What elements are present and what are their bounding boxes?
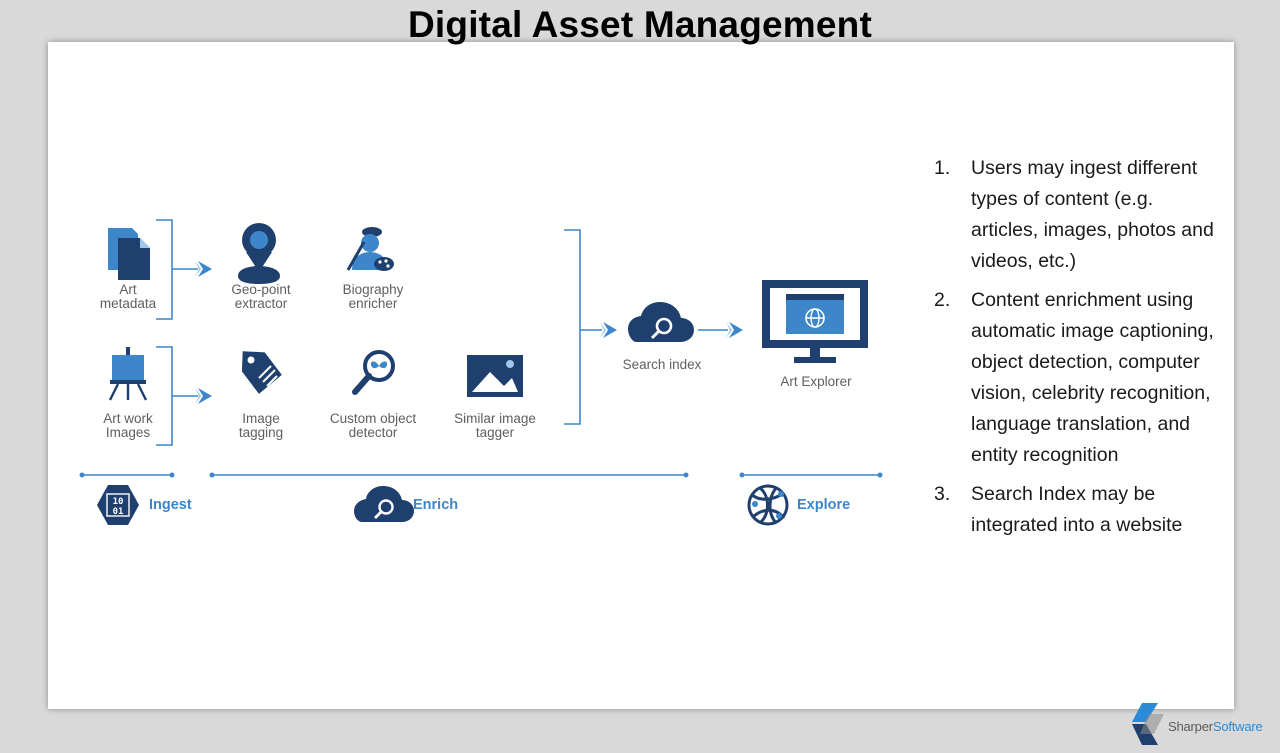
logo-text: SharperSoftware: [1168, 719, 1263, 734]
svg-text:10: 10: [113, 497, 124, 507]
picture-icon: [467, 355, 523, 397]
sharpersoftware-logo: SharperSoftware: [1128, 700, 1276, 748]
cloud-search-icon: [354, 486, 414, 522]
notes-list: 1. Users may ingest different types of c…: [932, 153, 1222, 549]
connectors: [82, 219, 880, 476]
note-item: 3. Search Index may be integrated into a…: [932, 479, 1222, 541]
note-text: Content enrichment using automatic image…: [971, 289, 1214, 466]
note-text: Search Index may be integrated into a we…: [971, 483, 1183, 536]
logo-mark-icon: [1132, 703, 1164, 745]
monitor-globe-icon: [762, 280, 868, 363]
image-tagging-label: Image tagging: [238, 411, 284, 440]
enrich-bracket: [564, 229, 581, 425]
note-text: Users may ingest different types of cont…: [971, 157, 1214, 272]
note-number: 2.: [934, 289, 951, 311]
easel-icon: [108, 347, 148, 401]
similar-image-tagger-label: Similar image tagger: [454, 411, 536, 440]
arrow-heads: [198, 261, 743, 404]
search-index-label: Search index: [622, 357, 702, 372]
custom-object-detector-label: Custom object detector: [329, 411, 417, 440]
web-globe-icon: [747, 484, 789, 526]
arrow-1-icon: [198, 261, 212, 277]
note-item: 1. Users may ingest different types of c…: [932, 153, 1222, 277]
documents-icon: [108, 228, 150, 280]
art-metadata-label: Art metadata: [99, 282, 157, 311]
phase-ingest-label: Ingest: [149, 497, 192, 513]
biography-enricher-label: Biography enricher: [342, 282, 404, 311]
arrow-2-icon: [198, 388, 212, 404]
phase-explore-label: Explore: [797, 497, 851, 513]
pipeline-diagram: 10 01: [79, 219, 883, 526]
binary-hexagon-icon: 10 01: [97, 485, 139, 525]
svg-text:01: 01: [113, 507, 124, 517]
cloud-search-icon: [628, 302, 694, 342]
slide-card: 10 01 Art metadata Art work Images Geo-p…: [48, 42, 1234, 709]
note-number: 3.: [934, 483, 951, 505]
art-explorer-label: Art Explorer: [780, 374, 852, 389]
timeline-dots: [79, 472, 883, 478]
art-work-images-label: Art work Images: [103, 411, 153, 440]
page-title: Digital Asset Management: [408, 4, 872, 45]
note-number: 1.: [934, 157, 951, 179]
note-item: 2. Content enrichment using automatic im…: [932, 285, 1222, 471]
geo-point-extractor-label: Geo-point extractor: [231, 282, 291, 311]
phase-enrich-label: Enrich: [413, 497, 459, 513]
tag-icon: [241, 351, 282, 394]
map-pin-icon: [238, 223, 280, 284]
arrow-3-icon: [603, 322, 617, 338]
magnifier-butterfly-icon: [352, 350, 395, 395]
painter-icon: [346, 227, 394, 271]
arrow-4-icon: [729, 322, 743, 338]
